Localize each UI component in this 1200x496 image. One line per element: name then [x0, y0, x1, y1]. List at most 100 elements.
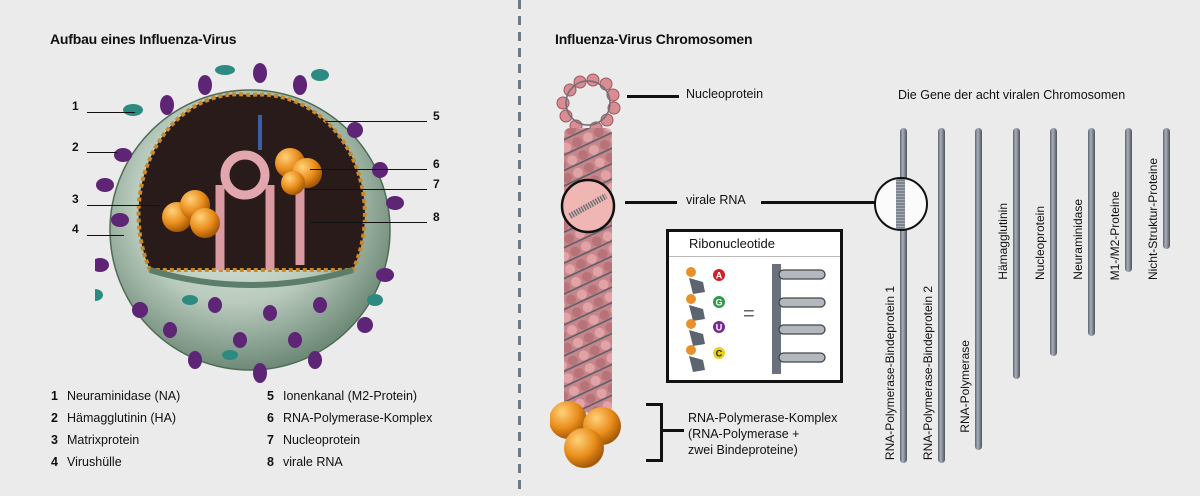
gene-bar — [1125, 128, 1132, 273]
polymerase-label-line1: RNA-Polymerase-Komplex — [688, 411, 838, 425]
base-letter: C — [716, 349, 723, 359]
viral-rna-label: virale RNA — [686, 193, 746, 207]
gene-bar — [1012, 128, 1020, 380]
callout-2: 2 — [72, 140, 79, 154]
legend-label: Nucleoprotein — [283, 433, 361, 447]
base-c: C — [713, 347, 725, 359]
gene-label: Hämagglutinin — [995, 203, 1010, 280]
right-panel-title: Influenza-Virus Chromosomen — [555, 31, 753, 47]
viral-rna-leader — [625, 201, 677, 204]
legend-number: 5 — [267, 389, 274, 403]
legend-number: 1 — [51, 389, 58, 403]
legend-column-2: 5 Ionenkanal (M2-Protein) 6 RNA-Polymerase… — [267, 389, 432, 469]
gene-label: M1-/M2-Proteine — [1108, 191, 1122, 281]
left-panel-title: Aufbau eines Influenza-Virus — [50, 31, 237, 47]
leader-line-4 — [87, 235, 124, 236]
callout-7: 7 — [433, 177, 440, 191]
gene-label: RNA-Polymerase — [958, 340, 972, 433]
polymerase-label-line2: (RNA-Polymerase + — [688, 427, 800, 441]
rna-helix — [564, 128, 612, 413]
legend-label: RNA-Polymerase-Komplex — [283, 411, 433, 425]
base-letter: A — [716, 271, 723, 281]
base-a: A — [713, 269, 725, 281]
leader-line-5 — [325, 121, 427, 122]
leader-line-3 — [87, 205, 159, 206]
callout-4: 4 — [72, 222, 79, 236]
gene-label: RNA-Polymerase-Bindeprotein 2 — [920, 286, 935, 461]
callout-3: 3 — [72, 192, 79, 206]
leader-line-1 — [87, 112, 135, 113]
leader-line-7 — [305, 189, 427, 190]
legend-label: Ionenkanal (M2-Protein) — [283, 389, 418, 403]
legend-label: virale RNA — [283, 455, 343, 469]
nucleoprotein-label: Nucleoprotein — [686, 87, 764, 101]
legend-item: 5 Ionenkanal (M2-Protein) — [267, 389, 432, 403]
base-g: G — [713, 296, 725, 308]
ribonucleotide-box: Ribonucleotide A G U C = — [666, 229, 843, 383]
legend-number: 8 — [267, 455, 274, 469]
callout-8: 8 — [433, 210, 440, 224]
base-bars — [778, 269, 826, 363]
gene-bar — [1162, 128, 1170, 249]
backbone-bar — [772, 264, 781, 374]
equals-sign: = — [743, 303, 755, 325]
legend-label: Matrixprotein — [67, 433, 140, 447]
polymerase-complex-label: RNA-Polymerase-Komplex (RNA-Polymerase +… — [688, 410, 837, 458]
callout-5: 5 — [433, 109, 440, 123]
legend-item: 2 Hämagglutinin (HA) — [51, 411, 180, 425]
genes-title: Die Gene der acht viralen Chromosomen — [898, 88, 1126, 102]
polymerase-label-line3: zwei Bindeproteine) — [688, 443, 798, 457]
legend-number: 4 — [51, 455, 58, 469]
callout-1: 1 — [72, 99, 79, 113]
gene-label: Nicht-Struktur-Proteine — [1145, 158, 1160, 281]
rna-loop — [220, 150, 270, 200]
legend-item: 8 virale RNA — [267, 455, 432, 469]
legend-number: 7 — [267, 433, 274, 447]
leader-line-8 — [310, 222, 427, 223]
leader-line-2 — [87, 152, 117, 153]
gene-label: Neuraminidase — [1070, 199, 1085, 280]
gene-label: RNA-Polymerase-Bindeprotein 1 — [883, 286, 897, 461]
base-u: U — [713, 321, 725, 333]
base-letter: U — [716, 323, 723, 333]
legend-label: Neuraminidase (NA) — [67, 389, 181, 403]
legend-item: 7 Nucleoprotein — [267, 433, 432, 447]
legend-item: 4 Virushülle — [51, 455, 180, 469]
chromosome-strand-illustration — [550, 73, 621, 468]
leader-line-6 — [310, 169, 427, 170]
base-letter: G — [715, 298, 722, 308]
hemagglutinin-spikes — [95, 63, 404, 383]
gene-bar — [1087, 128, 1095, 336]
rna-magnifier — [560, 178, 616, 234]
gene-bar — [937, 128, 945, 463]
legend-number: 2 — [51, 411, 58, 425]
legend-label: Virushülle — [67, 455, 122, 469]
rna-coils — [215, 180, 305, 270]
polymerase-leader — [662, 429, 684, 432]
nucleoprotein-leader — [627, 95, 679, 98]
gene-bar — [900, 128, 907, 463]
polymerase-bracket — [646, 403, 663, 462]
gene-chart: RNA-Polymerase-Bindeprotein 1 RNA-Polymer… — [880, 128, 1200, 468]
ribonucleotide-title: Ribonucleotide — [689, 236, 776, 251]
polymerase-complex-left — [162, 190, 220, 238]
polymerase-complex-right — [275, 148, 322, 195]
polymerase-complex — [550, 401, 621, 468]
legend-number: 6 — [267, 411, 274, 425]
influenza-virus-illustration — [95, 63, 404, 383]
ribonucleotide-diagram: A G U C = — [686, 264, 826, 374]
legend-item: 1 Neuraminidase (NA) — [51, 389, 180, 403]
legend-number: 3 — [51, 433, 58, 447]
viral-rna-leader-right — [761, 201, 876, 204]
legend-item: 6 RNA-Polymerase-Komplex — [267, 411, 432, 425]
callout-6: 6 — [433, 157, 440, 171]
panel-divider — [518, 0, 521, 496]
neuraminidase-spikes — [95, 65, 383, 360]
sugar-phosphate-backbone — [686, 267, 705, 372]
gene-magnifier — [874, 177, 928, 231]
legend-label: Hämagglutinin (HA) — [67, 411, 177, 425]
gene-bar — [975, 128, 982, 450]
legend-item: 3 Matrixprotein — [51, 433, 180, 447]
gene-label: Nucleoprotein — [1033, 206, 1047, 281]
